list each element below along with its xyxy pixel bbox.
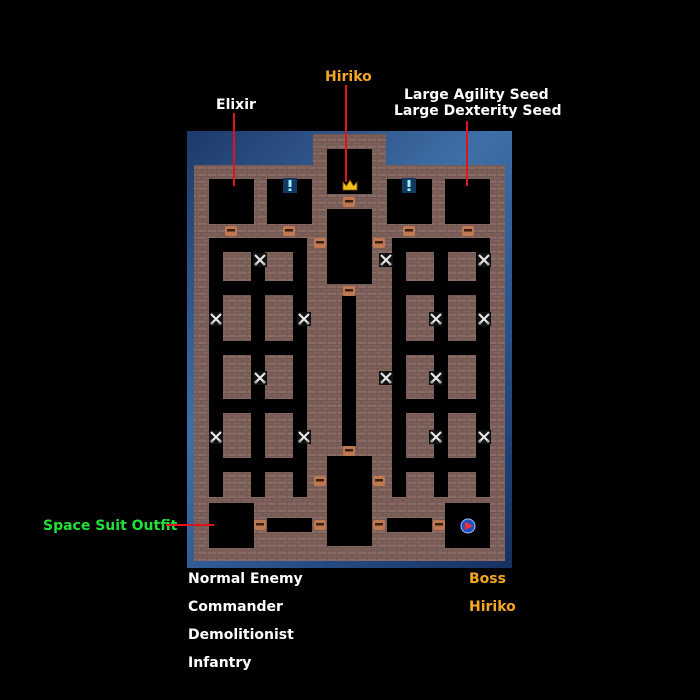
crown-icon: [342, 179, 358, 191]
space-suit-label: Space Suit Outfit: [43, 518, 178, 534]
soldier-icon: [433, 520, 445, 530]
legend-boss: Boss Hiriko: [469, 569, 516, 625]
crossed-swords-icon: [379, 371, 393, 385]
soldier-icon: [403, 226, 415, 236]
soldier-icon: [373, 476, 385, 486]
soldier-icon: [314, 476, 326, 486]
crossed-swords-icon: [477, 430, 491, 444]
crossed-swords-icon: [209, 312, 223, 326]
exclamation-icon: [402, 178, 416, 193]
soldier-icon: [283, 226, 295, 236]
crossed-swords-icon: [429, 371, 443, 385]
dungeon-map: [187, 131, 512, 568]
soldier-icon: [254, 520, 266, 530]
legend-normal-enemy: Normal Enemy: [188, 571, 303, 587]
crossed-swords-icon: [209, 430, 223, 444]
enemy-units: [209, 197, 491, 530]
legend-enemy-types: Normal Enemy Commander Demolitionist Inf…: [188, 569, 303, 681]
crossed-swords-icon: [253, 371, 267, 385]
crossed-swords-icon: [297, 312, 311, 326]
crossed-swords-icon: [477, 253, 491, 267]
crossed-swords-icon: [429, 312, 443, 326]
crossed-swords-icon: [297, 430, 311, 444]
soldier-icon: [462, 226, 474, 236]
crossed-swords-icon: [253, 253, 267, 267]
soldier-icon: [314, 238, 326, 248]
hiriko-label: Hiriko: [325, 69, 372, 85]
exclamation-icon: [283, 178, 297, 193]
soldier-icon: [373, 520, 385, 530]
legend-boss-title: Boss: [469, 571, 506, 587]
crossed-swords-icon: [379, 253, 393, 267]
legend-boss-name: Hiriko: [469, 599, 516, 615]
crossed-swords-icon: [477, 312, 491, 326]
seed-label-line1: Large Agility Seed: [404, 87, 549, 103]
soldier-icon: [343, 446, 355, 456]
crossed-swords-icon: [429, 430, 443, 444]
soldier-icon: [343, 197, 355, 207]
soldier-icon: [225, 226, 237, 236]
player-arrow-icon: [460, 518, 476, 534]
soldier-icon: [314, 520, 326, 530]
legend-commander: Commander: [188, 599, 283, 615]
soldier-icon: [343, 286, 355, 296]
elixir-label: Elixir: [216, 97, 256, 113]
legend-demolitionist: Demolitionist: [188, 627, 294, 643]
legend-infantry: Infantry: [188, 655, 252, 671]
soldier-icon: [373, 238, 385, 248]
seed-label-line2: Large Dexterity Seed: [394, 103, 562, 119]
